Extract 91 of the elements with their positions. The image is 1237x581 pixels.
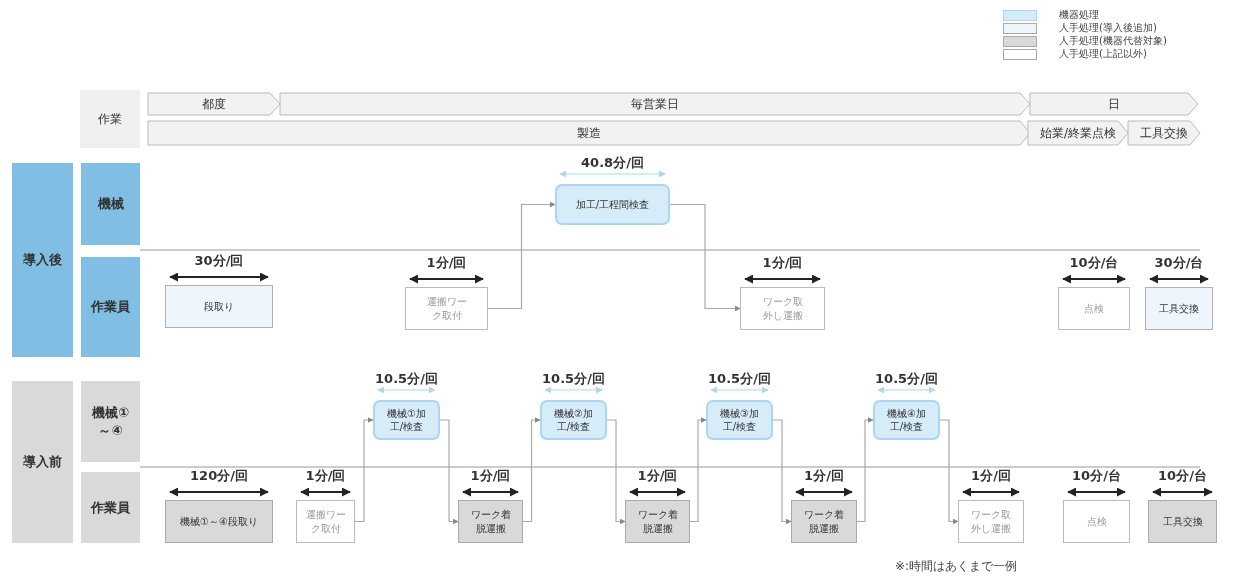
duration-label: 1分/回: [425, 254, 468, 272]
box-label: 始業/終業点検: [1039, 124, 1116, 142]
legend-label: 人手処理(上記以外): [1059, 47, 1147, 61]
manual-process-box: [1148, 500, 1217, 543]
flow-arrow: [487, 201, 556, 310]
duration-label: 1分/回: [469, 467, 512, 485]
box-label: 導入後: [23, 251, 62, 269]
manual-process-box: [1058, 287, 1130, 330]
box-label: 機械④加工/検査: [886, 406, 927, 434]
manual-process-box: [405, 287, 488, 330]
flow-arrow: [939, 419, 959, 525]
footnote: ※:時間はあくまで一例: [895, 558, 1018, 575]
legend-label: 人手処理(機器代替対象): [1059, 34, 1167, 48]
box-label: 機械①～④: [90, 403, 130, 440]
phase-banner: [1030, 93, 1198, 115]
duration-label: 10分/台: [1068, 254, 1120, 272]
manual-process-box: [625, 500, 690, 543]
machine-process-box: [540, 400, 607, 440]
machine-process-box: [373, 400, 440, 440]
phase-banner: [1028, 121, 1128, 145]
duration-label: 1分/回: [636, 467, 679, 485]
box-label: 毎営業日: [631, 95, 679, 113]
box-label: 機械③加工/検査: [719, 406, 760, 434]
duration-label: 30分/台: [1153, 254, 1205, 272]
row-header: [81, 163, 140, 245]
box-label: ワーク着脱運搬: [803, 508, 845, 535]
box-label: 日: [1108, 95, 1120, 113]
box-label: 機械②加工/検査: [553, 406, 594, 434]
flow-arrow: [669, 203, 741, 312]
manual-process-box: [791, 500, 857, 543]
box-label: 工具交換: [1162, 514, 1203, 529]
duration-label: 10分/台: [1157, 467, 1208, 485]
row-header: [81, 257, 140, 357]
machine-process-box: [555, 184, 670, 225]
flow-arrow: [354, 417, 374, 523]
manual-process-box: [740, 287, 825, 330]
box-label: 工具交換: [1159, 301, 1199, 316]
manual-process-box: [165, 500, 273, 543]
manual-process-box: [958, 500, 1024, 543]
phase-banner: [148, 93, 280, 115]
duration-label: 120分/回: [189, 467, 249, 485]
duration-label: 30分/回: [193, 252, 245, 270]
machine-process-box: [706, 400, 773, 440]
box-label: 製造: [577, 124, 601, 142]
row-header: [12, 381, 73, 543]
legend-label: 機器処理: [1059, 8, 1099, 22]
box-label: 作業員: [91, 498, 130, 517]
box-label: 機械①～④段取り: [180, 514, 258, 529]
duration-label: 1分/回: [304, 467, 347, 485]
manual-process-box: [1145, 287, 1213, 330]
box-label: ワーク着脱運搬: [469, 508, 512, 535]
box-label: 点検: [1084, 301, 1104, 316]
box-label: 作業: [98, 110, 122, 128]
duration-label: 10.5分/回: [707, 370, 772, 388]
box-label: 機械: [97, 195, 124, 213]
box-label: 工具交換: [1140, 124, 1188, 142]
box-label: 導入前: [23, 453, 62, 471]
duration-label: 10.5分/回: [541, 370, 606, 388]
duration-label: 1分/回: [761, 254, 804, 272]
duration-label: 1分/回: [970, 467, 1012, 485]
box-label: 機械①加工/検査: [386, 406, 427, 434]
flow-arrow: [606, 419, 626, 525]
legend-label: 人手処理(導入後追加): [1059, 21, 1157, 35]
box-label: 点検: [1086, 514, 1107, 529]
row-header: [12, 163, 73, 357]
box-label: 運搬ワーク取付: [304, 508, 347, 535]
box-label: 都度: [202, 95, 226, 113]
box-label: 加工/工程間検査: [575, 197, 650, 212]
box-label: ワーク着脱運搬: [636, 508, 679, 535]
box-label: 段取り: [204, 299, 234, 314]
row-header: [81, 381, 140, 462]
duration-label: 40.8分/回: [580, 154, 645, 172]
box-label: ワーク取外し運搬: [761, 295, 804, 322]
phase-banner: [1128, 121, 1200, 145]
manual-process-box: [296, 500, 355, 543]
duration-label: 1分/回: [803, 467, 845, 485]
row-header: [81, 472, 140, 543]
flow-arrow: [439, 419, 459, 525]
machine-process-box: [873, 400, 940, 440]
duration-label: 10分/台: [1071, 467, 1122, 485]
manual-process-box: [165, 285, 273, 328]
box-label: 運搬ワーク取付: [425, 295, 468, 322]
box-label: ワーク取外し運搬: [970, 508, 1012, 535]
manual-process-box: [1063, 500, 1130, 543]
box-label: 作業員: [91, 298, 130, 316]
flow-arrow: [689, 417, 707, 523]
duration-label: 10.5分/回: [374, 370, 439, 388]
manual-process-box: [458, 500, 523, 543]
flow-arrow: [522, 417, 541, 523]
flow-arrow: [856, 417, 874, 523]
duration-label: 10.5分/回: [874, 370, 939, 388]
